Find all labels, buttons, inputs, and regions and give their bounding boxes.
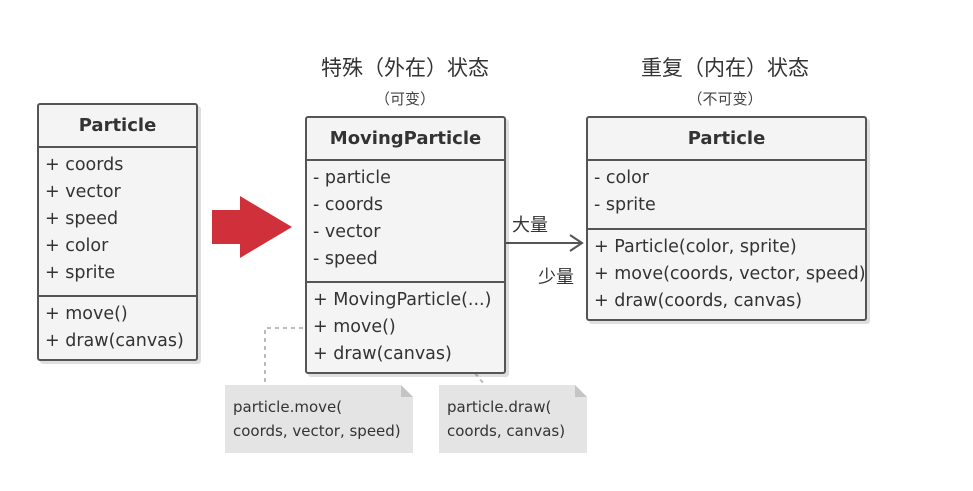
- method-move: + move(): [45, 304, 128, 324]
- draw-note: particle.draw( coords, canvas): [439, 385, 587, 453]
- association-arrowhead-icon: [569, 234, 584, 252]
- move-note-line-1: particle.move(: [233, 398, 343, 416]
- draw-note-line-1: particle.draw(: [447, 398, 552, 416]
- transform-arrow-icon: [212, 196, 292, 258]
- field-color: + color: [45, 236, 109, 256]
- few-label: 少量: [538, 267, 574, 288]
- methods-section: + move() + draw(canvas): [39, 297, 196, 355]
- method-draw: + draw(canvas): [313, 344, 452, 364]
- move-note-line-2: coords, vector, speed): [233, 422, 401, 440]
- original-particle-class: Particle + coords + vector + speed + col…: [37, 103, 198, 361]
- draw-note-line-2: coords, canvas): [447, 422, 566, 440]
- method-move: + move(coords, vector, speed): [594, 264, 866, 284]
- field-coords: - coords: [313, 195, 384, 215]
- move-note-connector: [264, 327, 306, 382]
- fields-section: + coords + vector + speed + color + spri…: [39, 148, 196, 297]
- field-vector: + vector: [45, 182, 121, 202]
- method-constructor: + MovingParticle(...): [313, 290, 492, 310]
- fields-section: - color - sprite: [588, 161, 865, 230]
- method-constructor: + Particle(color, sprite): [594, 237, 797, 257]
- field-sprite: + sprite: [45, 263, 116, 283]
- extrinsic-state-subheading: （可变）: [374, 90, 435, 108]
- method-draw: + draw(coords, canvas): [594, 291, 803, 311]
- field-coords: + coords: [45, 155, 124, 175]
- many-label: 大量: [512, 215, 548, 236]
- field-particle: - particle: [313, 168, 391, 188]
- fields-section: - particle - coords - vector - speed: [307, 161, 504, 283]
- flyweight-particle-class: Particle - color - sprite + Particle(col…: [586, 116, 867, 321]
- class-name: Particle: [39, 105, 196, 148]
- moving-particle-class: MovingParticle - particle - coords - vec…: [305, 116, 506, 374]
- field-speed: - speed: [313, 249, 378, 269]
- field-color: - color: [594, 168, 649, 188]
- field-speed: + speed: [45, 209, 119, 229]
- methods-section: + Particle(color, sprite) + move(coords,…: [588, 230, 866, 315]
- class-name: MovingParticle: [307, 118, 504, 161]
- draw-note-connector: [464, 360, 485, 385]
- methods-section: + MovingParticle(...) + move() + draw(ca…: [307, 283, 504, 368]
- class-name: Particle: [588, 118, 865, 161]
- method-draw: + draw(canvas): [45, 331, 184, 351]
- field-vector: - vector: [313, 222, 381, 242]
- extrinsic-state-heading: 特殊（外在）状态: [321, 56, 489, 80]
- field-sprite: - sprite: [594, 195, 656, 215]
- move-note: particle.move( coords, vector, speed): [225, 385, 413, 453]
- intrinsic-state-subheading: （不可变）: [687, 90, 763, 108]
- method-move: + move(): [313, 317, 396, 337]
- intrinsic-state-heading: 重复（内在）状态: [641, 56, 809, 80]
